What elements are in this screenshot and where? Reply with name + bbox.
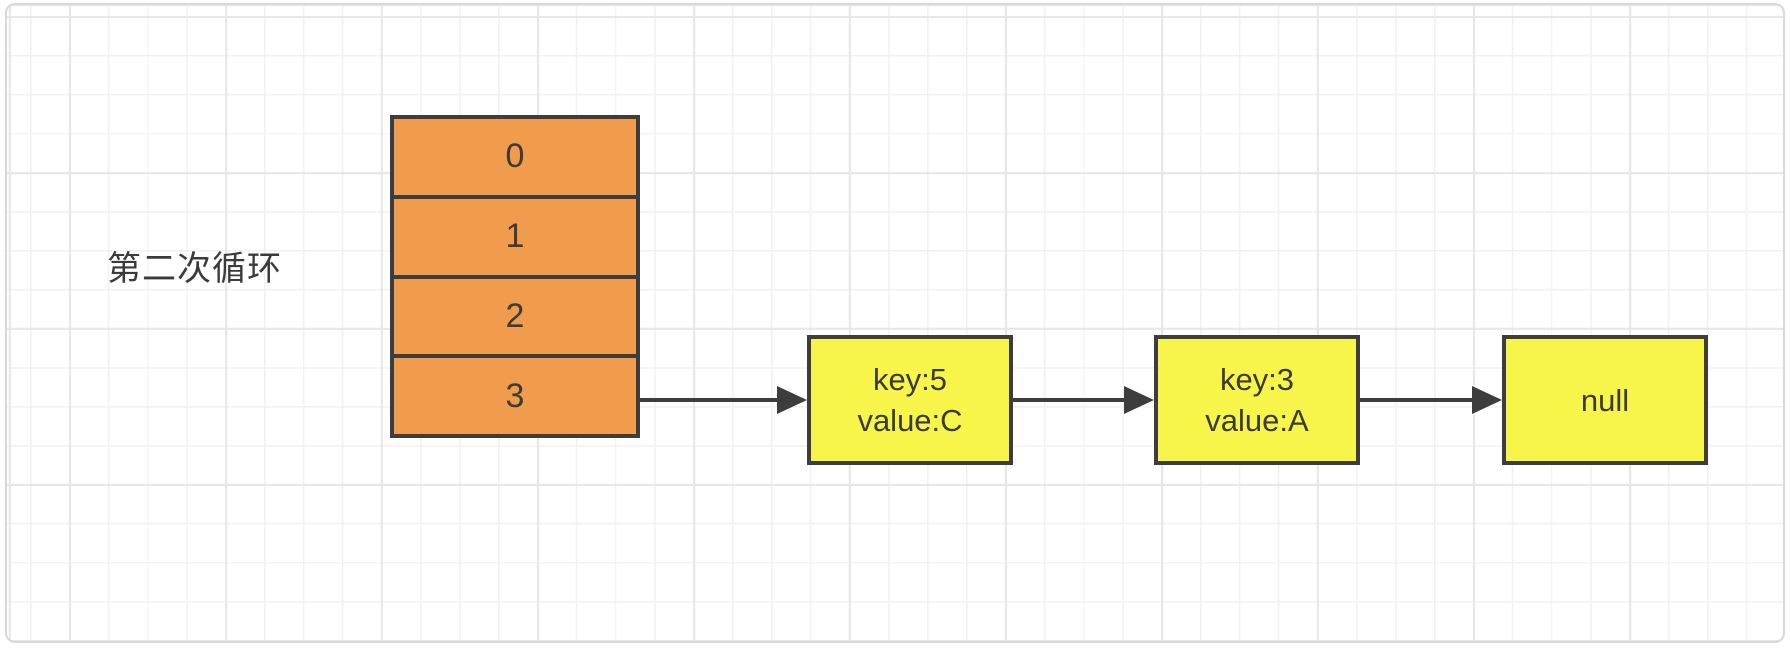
arrow-head-icon bbox=[1124, 386, 1154, 414]
diagram-canvas: 第二次循环 0 1 2 3 key:5 value:C key:3 value:… bbox=[5, 3, 1785, 643]
list-node-1: key:5 value:C bbox=[807, 335, 1013, 465]
arrow-line bbox=[1360, 398, 1472, 402]
iteration-label: 第二次循环 bbox=[107, 250, 282, 288]
null-text: null bbox=[1580, 382, 1630, 418]
node-value-text: value:A bbox=[1205, 403, 1309, 438]
bucket-array: 0 1 2 3 bbox=[390, 115, 640, 438]
arrow-line bbox=[1012, 398, 1124, 402]
array-cell-0: 0 bbox=[505, 137, 525, 176]
node-value-text: value:C bbox=[857, 403, 963, 438]
arrow-head-icon bbox=[1472, 386, 1502, 414]
arrow-head-icon bbox=[777, 386, 807, 414]
null-node: null bbox=[1502, 335, 1708, 465]
arrow-line bbox=[638, 398, 777, 402]
list-node-2: key:3 value:A bbox=[1154, 335, 1360, 465]
node-key-text: key:5 bbox=[872, 362, 948, 397]
node-key-text: key:3 bbox=[1219, 362, 1295, 397]
arrow-node2-to-null bbox=[1360, 386, 1502, 414]
array-cell-2: 2 bbox=[394, 274, 636, 355]
array-cell-1: 1 bbox=[394, 194, 636, 275]
arrow-node1-to-node2 bbox=[1012, 386, 1154, 414]
arrow-bucket3-to-node1 bbox=[638, 386, 807, 414]
array-cell-3: 3 bbox=[394, 354, 636, 434]
